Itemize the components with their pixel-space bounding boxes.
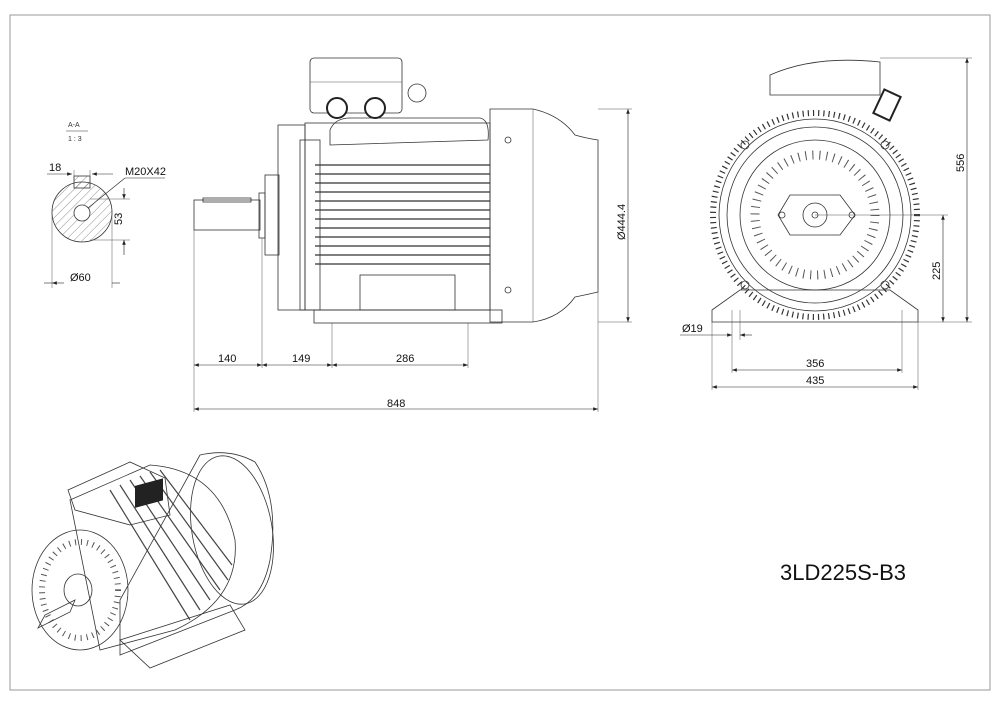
shaft-height-dim: 225 <box>931 262 943 280</box>
model-title: 3LD225S-B3 <box>780 560 906 585</box>
side-view: 140 149 286 848 Ø444.4 <box>193 57 632 412</box>
diameter-dim: Ø444.4 <box>616 204 628 240</box>
fan-cover <box>489 108 599 323</box>
section-label: A-A <box>68 122 80 129</box>
lifting-eye <box>407 83 427 103</box>
thread-hole <box>73 204 91 222</box>
stator-housing <box>304 122 491 311</box>
cable-gland <box>872 88 902 122</box>
isometric-view <box>31 452 274 669</box>
shaft <box>193 199 261 231</box>
overall-height-dim: 556 <box>955 154 967 172</box>
iso-terminal-box <box>67 461 171 526</box>
iso-cable-glands <box>135 478 163 508</box>
cable-gland <box>326 97 348 119</box>
cable-gland <box>364 97 386 119</box>
section-scale: 1 : 3 <box>68 136 82 143</box>
sheet-border <box>9 14 991 691</box>
feet <box>711 289 919 323</box>
iso-fan-cover <box>190 455 274 605</box>
iso-foot <box>119 604 246 669</box>
foot-width-dim: 435 <box>806 375 824 387</box>
section-view: A-A 1 : 3 18 M20X42 53 Ø60 <box>44 122 166 288</box>
key-height-dim: 53 <box>113 213 125 225</box>
shaft-diameter-dim: Ø60 <box>70 272 91 284</box>
foot-spacing-dim: 286 <box>396 353 414 365</box>
iso-front-cover <box>31 529 129 651</box>
terminal-box <box>309 57 403 114</box>
foot <box>313 309 503 324</box>
iso-shaft <box>37 599 76 629</box>
front-view: Ø19 356 435 225 556 <box>680 57 972 390</box>
shaft-length-dim: 140 <box>218 353 236 365</box>
foot-hole-spacing-dim: 356 <box>806 358 824 370</box>
bolt-hole-dim: Ø19 <box>682 323 703 335</box>
overall-length-dim: 848 <box>387 398 405 410</box>
key <box>73 175 91 189</box>
flange <box>277 124 306 311</box>
terminal-box-front <box>769 59 881 96</box>
shaft-to-foot-dim: 149 <box>292 353 310 365</box>
key-width-dim: 18 <box>49 162 61 174</box>
thread-dim: M20X42 <box>125 166 166 178</box>
cooling-fins <box>315 164 490 265</box>
